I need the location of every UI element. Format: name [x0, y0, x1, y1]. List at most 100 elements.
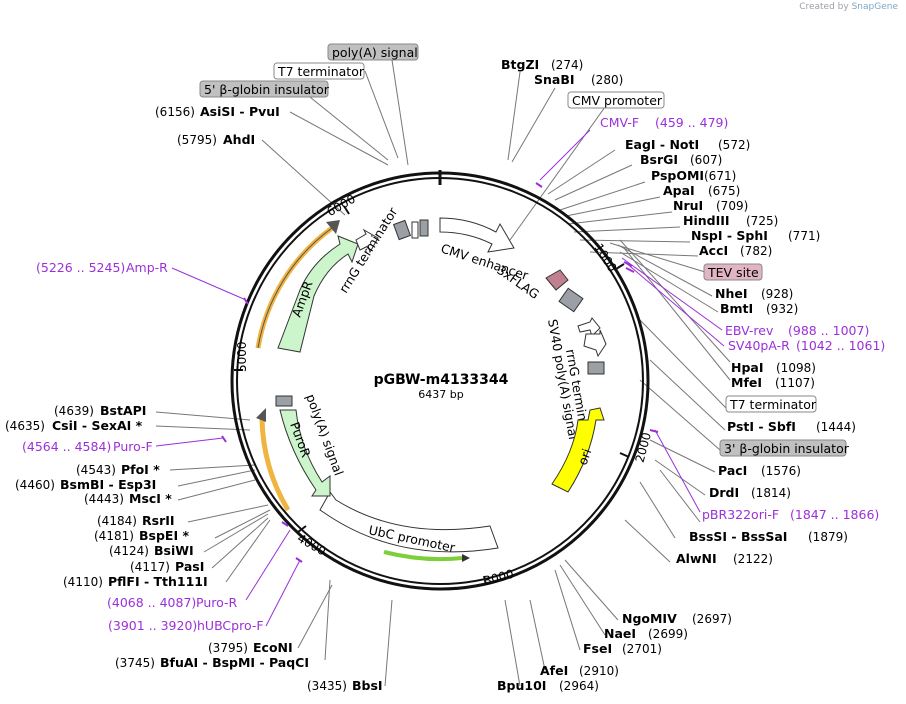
flag-box	[545, 269, 569, 291]
svg-text:(2910): (2910)	[579, 664, 619, 678]
boxed-label: T7 terminator	[273, 62, 365, 80]
svg-text:(4124): (4124)	[109, 544, 149, 558]
svg-text:(5795): (5795)	[177, 133, 217, 147]
site-label: (4635)CsiI - SexAI *	[5, 418, 143, 433]
site-label: HindIII(725)	[683, 213, 778, 228]
svg-text:CMV promoter: CMV promoter	[572, 93, 663, 108]
primer-label: (4068 .. 4087)Puro-R	[107, 595, 237, 610]
boxed-label: 3' β-globin insulator	[719, 439, 850, 457]
svg-text:AsiSI - PvuI: AsiSI - PvuI	[200, 104, 280, 119]
svg-text:T7 terminator: T7 terminator	[277, 64, 365, 79]
polya-box-right	[587, 361, 605, 375]
svg-text:(988 .. 1007): (988 .. 1007)	[788, 323, 869, 338]
svg-text:AhdI: AhdI	[223, 132, 255, 147]
site-label: (4181) BspEI *	[94, 528, 189, 543]
site-label: AccI(782)	[699, 243, 772, 258]
svg-text:CMV-F: CMV-F	[600, 115, 639, 130]
svg-text:(4543): (4543)	[76, 463, 116, 477]
primer-label: pBR322ori-F (1847 .. 1866)	[702, 507, 879, 522]
svg-text:(2699): (2699)	[648, 627, 688, 641]
site-label: BssSI - BssSaI(1879)	[689, 529, 848, 544]
site-label: PacI (1576)	[718, 463, 801, 478]
svg-text:(2964): (2964)	[559, 679, 599, 693]
svg-text:(4117): (4117)	[130, 560, 170, 574]
site-label: HpaI(1098)	[731, 360, 816, 375]
site-label: PspOMI(671)	[651, 168, 736, 183]
cmv-enhancer-feature	[439, 217, 515, 253]
svg-text:BsmBI - Esp3I: BsmBI - Esp3I	[60, 477, 156, 492]
svg-text:(2697): (2697)	[692, 612, 732, 626]
site-label: (4110)PflFI - Tth111I	[63, 574, 208, 589]
svg-text:(572): (572)	[718, 138, 750, 152]
svg-text:(4564 .. 4584): (4564 .. 4584)	[22, 439, 111, 454]
svg-text:pBR322ori-F: pBR322ori-F	[702, 507, 779, 522]
tick-label-1000: 1000	[591, 241, 619, 274]
svg-text:(4460): (4460)	[15, 478, 55, 492]
ori-label: ori	[575, 447, 595, 467]
svg-text:BtgZI: BtgZI	[501, 57, 539, 72]
plasmid-name: pGBW-m4133344	[374, 372, 509, 388]
svg-text:PstI - SbfI: PstI - SbfI	[727, 419, 796, 434]
primer-lines	[155, 129, 725, 627]
svg-text:(1847 .. 1866): (1847 .. 1866)	[790, 507, 879, 522]
primer-label: (4564 .. 4584)Puro-F	[22, 439, 153, 454]
svg-text:3' β-globin insulator: 3' β-globin insulator	[724, 441, 850, 456]
tick-label-3000: 3000	[482, 567, 515, 588]
site-label: MfeI (1107)	[731, 375, 815, 390]
svg-text:SnaBI: SnaBI	[534, 72, 575, 87]
svg-text:(1576): (1576)	[761, 464, 801, 478]
svg-text:(4110): (4110)	[63, 575, 103, 589]
puror-feature	[279, 409, 331, 497]
site-label: (3435) BbsI	[307, 678, 383, 693]
svg-text:BsrGI: BsrGI	[640, 152, 678, 167]
svg-text:MscI *: MscI *	[129, 491, 172, 506]
svg-text:BbsI: BbsI	[352, 678, 383, 693]
svg-text:ApaI: ApaI	[663, 183, 695, 198]
svg-text:BspEI *: BspEI *	[139, 528, 189, 543]
site-label: (3795)EcoNI	[208, 640, 293, 655]
svg-text:Bpu10I: Bpu10I	[497, 678, 546, 693]
site-label: NspI - SphI(771)	[691, 228, 820, 243]
svg-text:SV40pA-R: SV40pA-R	[728, 338, 790, 353]
site-label: Bpu10I (2964)	[497, 678, 599, 693]
site-label: ApaI(675)	[663, 183, 740, 198]
svg-text:NgoMIV: NgoMIV	[622, 611, 677, 626]
puro-arc-head	[256, 408, 266, 422]
svg-text:5' β-globin insulator: 5' β-globin insulator	[204, 82, 330, 97]
leader-lines	[155, 59, 731, 687]
site-label: (4639)BstAPI	[54, 403, 146, 418]
svg-text:PacI: PacI	[718, 463, 747, 478]
svg-text:AlwNI: AlwNI	[676, 551, 717, 566]
rrng-terminator-left	[355, 228, 379, 254]
snapgene-brand: SnapGene	[851, 2, 898, 12]
boxed-label: 5' β-globin insulator	[199, 80, 330, 98]
site-label: (4543)PfoI *	[76, 462, 160, 477]
svg-text:BstAPI: BstAPI	[100, 403, 146, 418]
svg-text:(928): (928)	[761, 287, 793, 301]
site-label: (4460) BsmBI - Esp3I	[15, 477, 156, 492]
svg-text:RsrII: RsrII	[142, 513, 175, 528]
svg-text:CsiI - SexAI *: CsiI - SexAI *	[52, 418, 143, 433]
insulator-box-top	[419, 219, 429, 237]
primer-label: (5226 .. 5245)Amp-R	[36, 260, 168, 275]
svg-text:FseI: FseI	[583, 641, 612, 656]
site-label: PstI - SbfI(1444)	[727, 419, 856, 434]
site-label: (3745)BfuAI - BspMI - PaqCI	[115, 655, 309, 670]
svg-text:(4184): (4184)	[97, 514, 137, 528]
svg-text:Amp-R: Amp-R	[126, 260, 168, 275]
svg-text:(4181): (4181)	[94, 529, 134, 543]
boxed-label: poly(A) signal	[327, 43, 419, 61]
svg-text:BsiWI: BsiWI	[154, 543, 194, 558]
svg-text:(3435): (3435)	[307, 679, 347, 693]
svg-text:MfeI: MfeI	[731, 375, 762, 390]
svg-text:(459 .. 479): (459 .. 479)	[655, 115, 728, 130]
site-label: (4184) RsrII	[97, 513, 175, 528]
svg-text:hUBCpro-F: hUBCpro-F	[197, 618, 264, 633]
site-label: BtgZI(274)	[501, 57, 583, 72]
svg-text:(709): (709)	[716, 199, 748, 213]
svg-text:TEV site: TEV site	[707, 265, 759, 280]
svg-text:(1107): (1107)	[775, 376, 815, 390]
site-label: (4124) BsiWI	[109, 543, 194, 558]
svg-text:(5226 .. 5245): (5226 .. 5245)	[36, 260, 125, 275]
